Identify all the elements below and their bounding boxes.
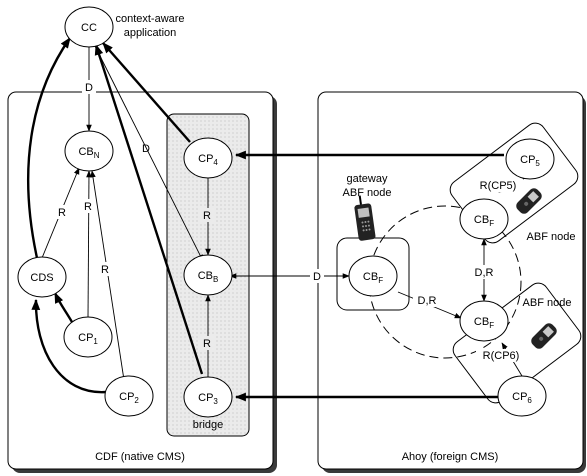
cbf-top-label: CBF — [474, 214, 494, 228]
label-r-cp3-cbb: R — [203, 338, 211, 350]
node-cbf-gateway — [348, 255, 398, 297]
abf-top-phone-icon — [516, 188, 542, 214]
cp6-label: CP6 — [512, 391, 532, 405]
edge-cp3-cc — [94, 43, 204, 375]
edge-cp2-cds — [31, 298, 107, 394]
node-cbb — [183, 254, 233, 296]
cbf-bottom-label: CBF — [474, 316, 494, 330]
edge-cds-cc — [26, 37, 71, 259]
label-r-cp6: R(CP6) — [483, 350, 520, 362]
cp5-label: CP5 — [520, 154, 540, 168]
cdf-caption: CDF (native CMS) — [95, 451, 185, 463]
gateway-line2: ABF node — [343, 187, 392, 199]
abf-bottom-label: ABF node — [523, 297, 572, 309]
abf-top-label: ABF node — [527, 231, 576, 243]
label-r-cp5: R(CP5) — [480, 180, 517, 192]
node-cbf-bottom — [459, 300, 509, 342]
gateway-line1: gateway — [347, 173, 388, 185]
label-r-cp2-cbn: R — [101, 264, 109, 276]
cbf-gateway-label: CBF — [363, 271, 383, 285]
label-dr-diagonal: D,R — [418, 295, 437, 307]
edge-label-group: D D R R R R R D R(CP5) D,R D,R R(CP6) — [56, 80, 526, 362]
cbb-label: CBB — [198, 270, 219, 284]
cds-label: CDS — [30, 272, 53, 284]
node-cp6 — [497, 375, 547, 417]
abf-bottom-phone-icon — [531, 323, 557, 349]
ahoy-caption: Ahoy (foreign CMS) — [402, 451, 499, 463]
label-d-cbb-cbf: D — [313, 271, 321, 283]
cp3-label: CP3 — [198, 392, 218, 406]
label-r-cds-cbn: R — [58, 207, 66, 219]
edge-cp4-cc — [102, 42, 191, 143]
cp4-label: CP4 — [198, 153, 218, 167]
cc-note-line2: application — [124, 27, 177, 39]
cc-note-line1: context-aware — [115, 13, 184, 25]
label-dr-vertical: D,R — [475, 267, 494, 279]
node-cp5 — [505, 138, 555, 180]
edge-cc-cbb — [93, 43, 204, 262]
label-r-cp1-cbn: R — [84, 201, 92, 213]
cp1-label: CP1 — [78, 332, 98, 346]
cc-label: CC — [81, 22, 97, 34]
node-cp1 — [63, 316, 113, 358]
node-cp2 — [104, 375, 154, 417]
label-d-cc-cbb: D — [142, 143, 150, 155]
node-cp3 — [183, 376, 233, 418]
node-cc — [64, 6, 114, 48]
node-cbn — [64, 130, 114, 172]
bridge-caption: bridge — [193, 419, 224, 431]
label-r-cp4-cbb: R — [203, 210, 211, 222]
node-cp4 — [183, 137, 233, 179]
edge-cp1-cbn — [86, 170, 92, 319]
edge-cp1-cds — [53, 291, 74, 323]
node-cds — [17, 256, 67, 298]
cp2-label: CP2 — [119, 391, 139, 405]
node-cbf-top — [459, 198, 509, 240]
gateway-phone-icon — [354, 195, 376, 241]
label-d-cc-cbn: D — [85, 82, 93, 94]
cbn-label: CBN — [78, 146, 99, 160]
